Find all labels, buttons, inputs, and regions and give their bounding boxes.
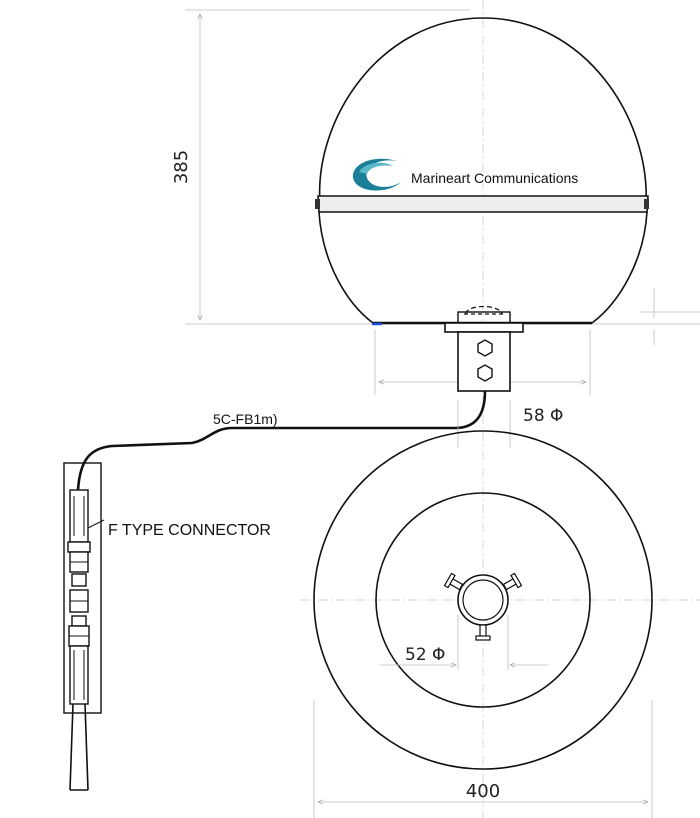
clamp-bolt-left xyxy=(443,572,464,591)
base-diameter-dimension xyxy=(313,700,653,818)
mast-outer-circle xyxy=(457,574,509,626)
radome-lower-shell xyxy=(318,211,648,324)
mount-bracket xyxy=(444,305,524,392)
connector-frame xyxy=(63,462,102,714)
cable-label: 5C-FB1m) xyxy=(213,411,278,427)
radome-inner-circle xyxy=(375,492,591,708)
radome-band-clip-left xyxy=(315,199,320,209)
radome-outer-circle xyxy=(313,430,653,770)
bracket-diameter-dimension xyxy=(457,400,511,448)
lower-cable xyxy=(69,703,89,791)
connector-label: F TYPE CONNECTOR xyxy=(108,522,271,539)
radome-band-clip-right xyxy=(644,199,649,209)
coax-cable xyxy=(76,390,487,491)
mast-diameter-dimension xyxy=(380,615,548,670)
base-diameter-label: 400 xyxy=(466,781,500,802)
marineart-logo xyxy=(352,158,401,191)
height-dimension xyxy=(185,9,700,325)
plan-view xyxy=(313,430,653,770)
radome-upper-shell xyxy=(318,17,647,204)
bracket-diameter-label: 58 Φ xyxy=(523,406,563,426)
base-height-dimension xyxy=(640,288,700,345)
clamp-bolt-bottom xyxy=(475,624,491,641)
connector-assembly xyxy=(63,462,105,714)
hex-bolt-lower xyxy=(477,364,493,382)
hex-bolt-upper xyxy=(477,339,493,357)
mast-diameter-label: 52 Φ xyxy=(405,645,445,665)
mast-inner-circle xyxy=(462,579,504,621)
height-dimension-label: 385 xyxy=(171,150,192,184)
brand-name: Marineart Communications xyxy=(411,170,578,186)
radome xyxy=(315,17,649,326)
radome-lower-band xyxy=(317,195,649,213)
clamp-bolt-right xyxy=(502,572,523,591)
